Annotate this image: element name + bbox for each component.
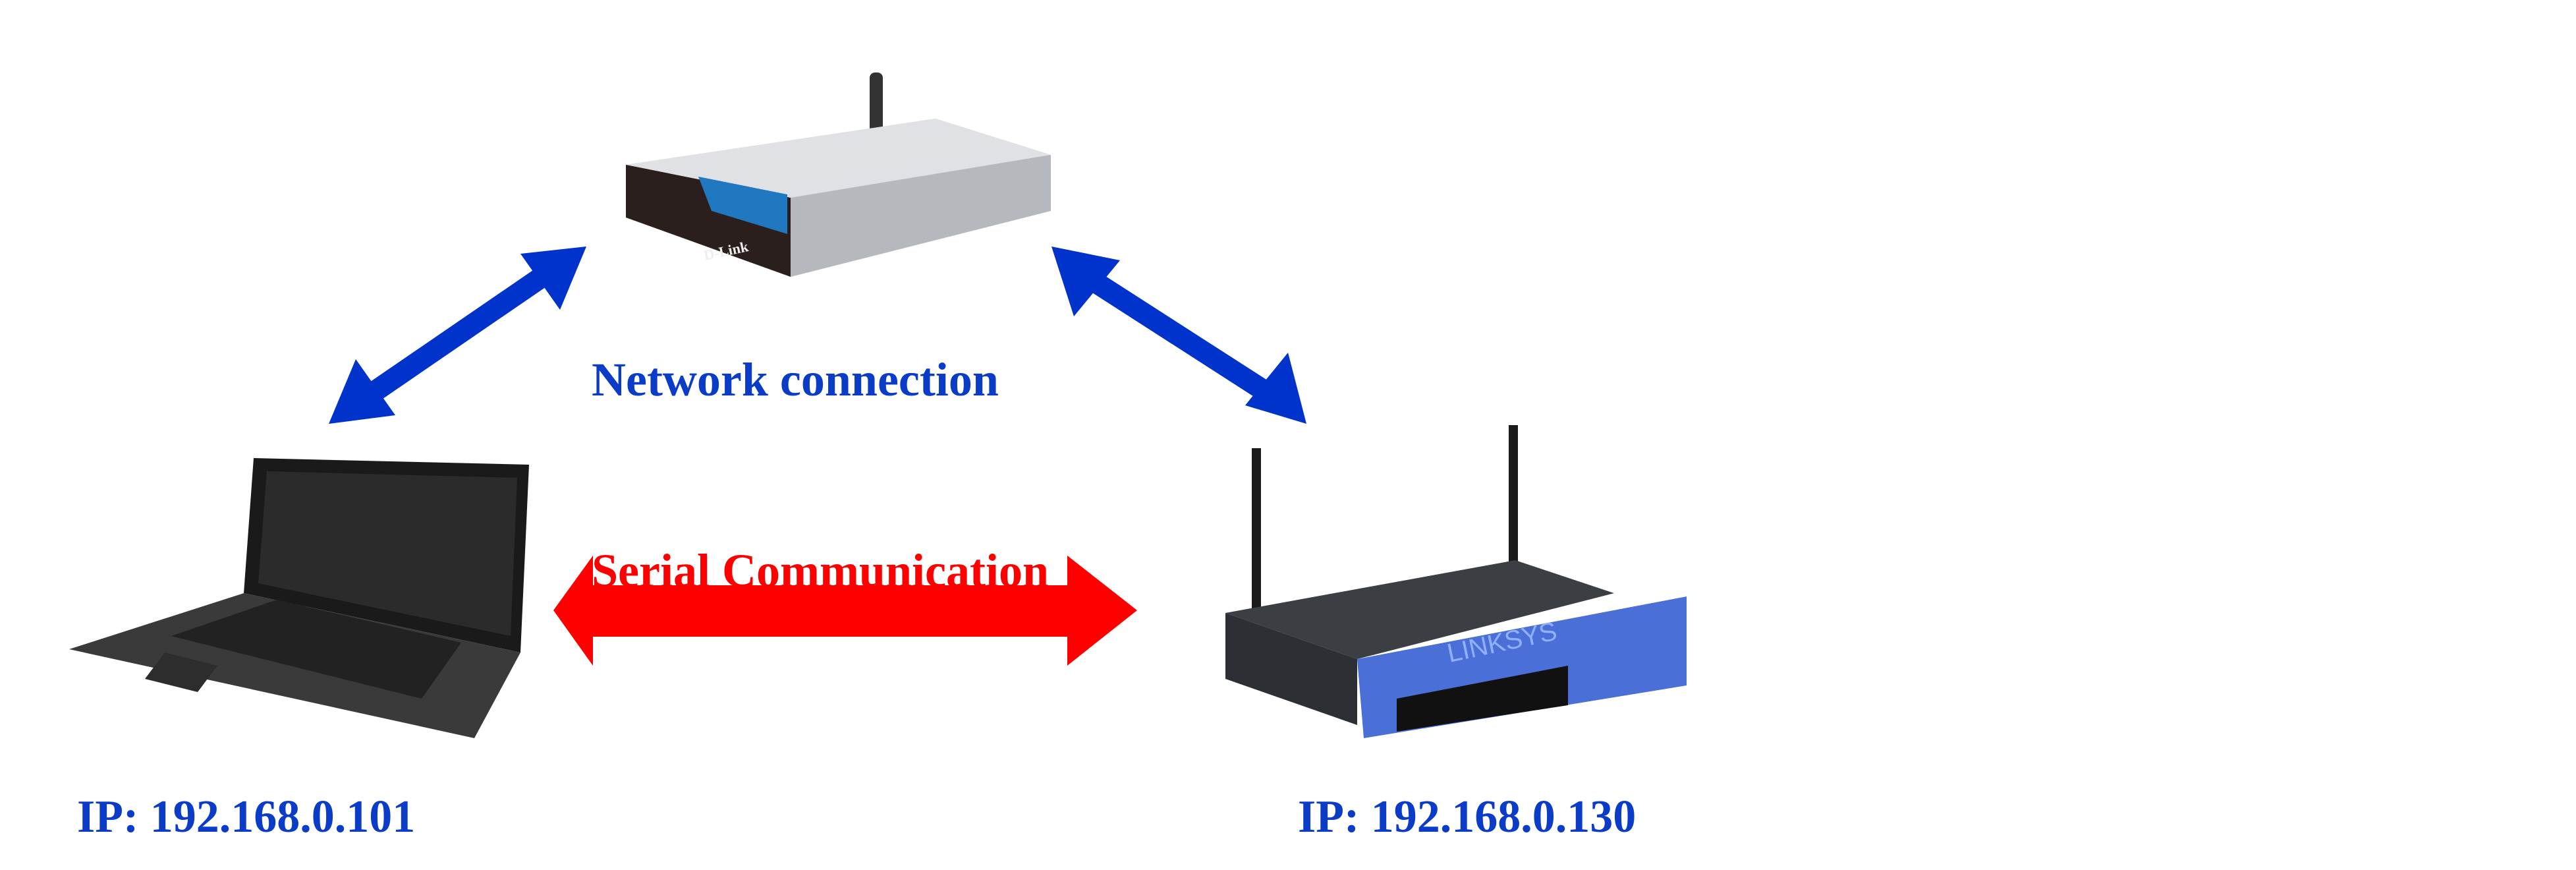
serial-communication-label: Serial Communication	[592, 544, 1049, 597]
dlink-router-image: D-Link	[626, 72, 1051, 277]
router-ip-label: IP: 192.168.0.130	[1298, 792, 1637, 842]
laptop-image	[69, 458, 529, 738]
network-arrow-left	[329, 246, 586, 424]
serial-arrow	[553, 556, 1137, 666]
network-arrow-right	[1051, 246, 1306, 424]
linksys-router-image: LINKSYS	[1225, 425, 1687, 738]
network-connection-label: Network connection	[592, 353, 999, 406]
laptop-ip-label: IP: 192.168.0.101	[77, 792, 416, 842]
